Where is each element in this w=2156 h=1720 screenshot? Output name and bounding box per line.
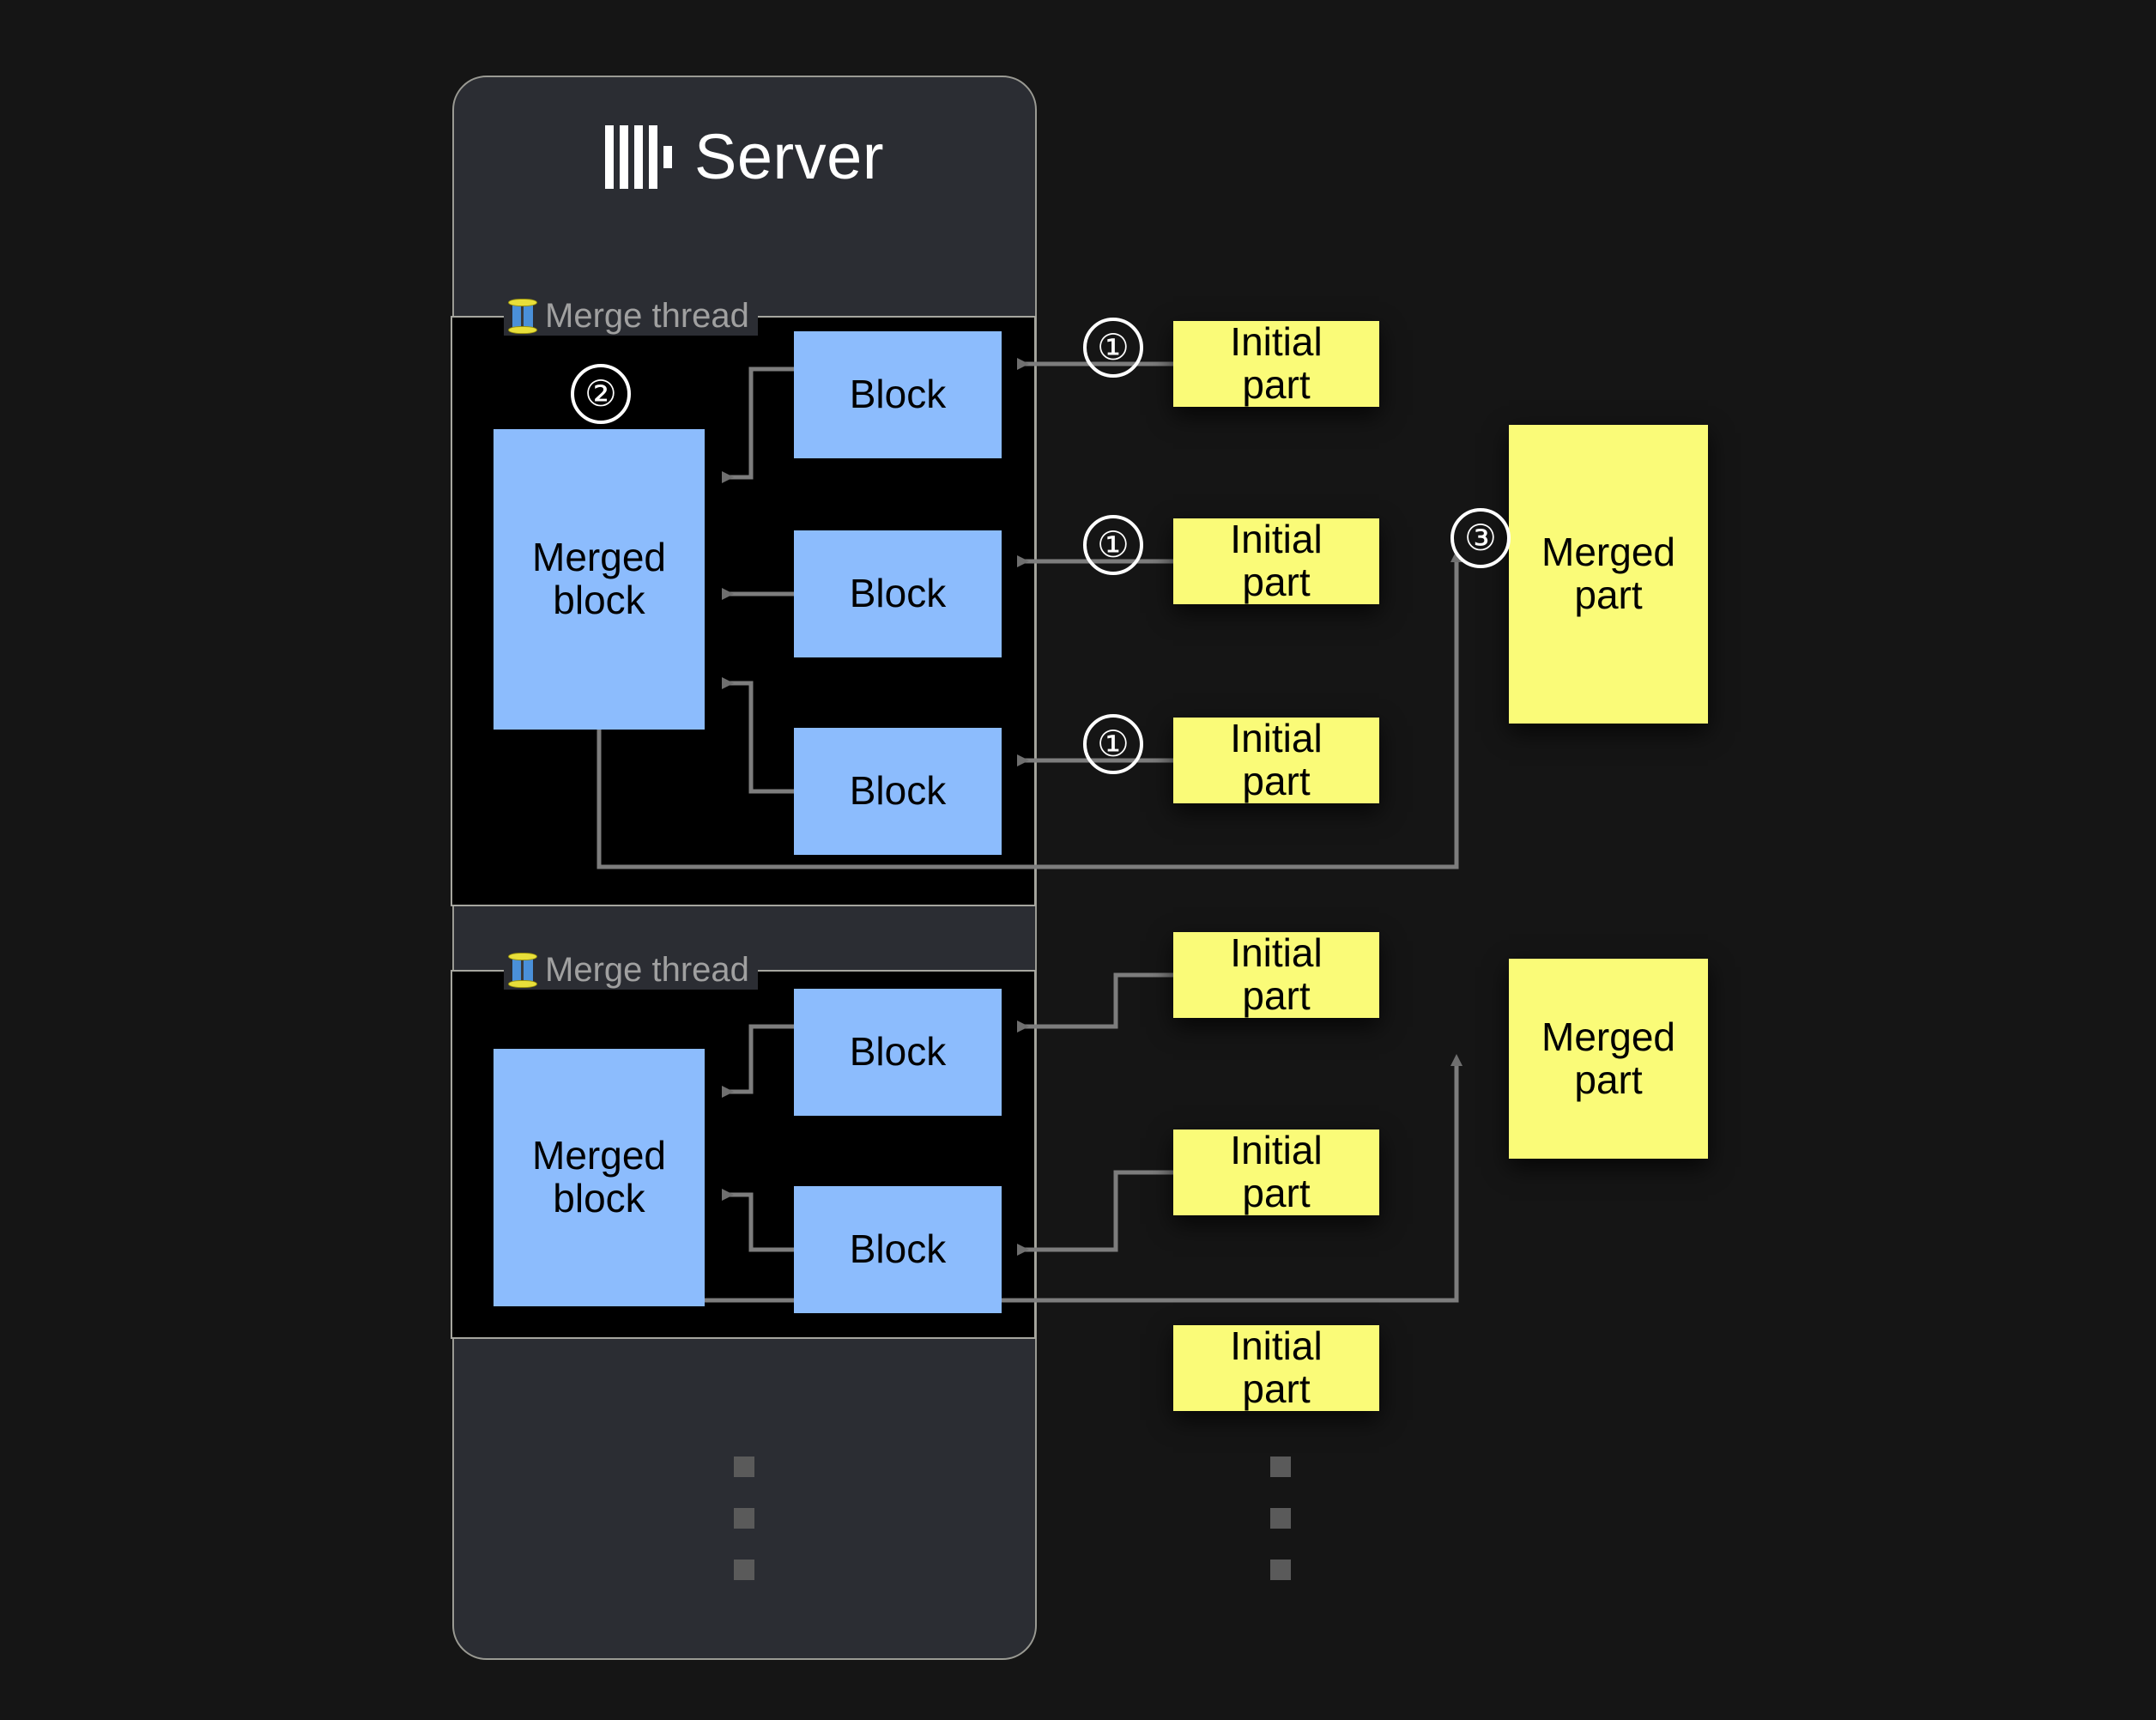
initial-part-line-1: Initial <box>1230 517 1323 562</box>
merged-block-line-1: Merged <box>532 535 666 580</box>
block-box: Block <box>794 989 1002 1116</box>
initial-part-line-2: part <box>1242 973 1311 1018</box>
merge-thread-label-text: Merge thread <box>545 297 749 335</box>
ellipsis-indicator-server <box>734 1457 754 1580</box>
ellipsis-square <box>734 1508 754 1529</box>
ellipsis-square <box>1270 1457 1291 1477</box>
ellipsis-square <box>734 1457 754 1477</box>
merged-part-line-2: part <box>1574 572 1643 617</box>
merged-block-line-2: block <box>553 1176 645 1220</box>
initial-part-line-2: part <box>1242 362 1311 407</box>
initial-part-line-2: part <box>1242 759 1311 803</box>
merge-thread-label-2: Merge thread <box>504 950 758 990</box>
step-marker-1: ① <box>1083 515 1143 575</box>
clickhouse-logo-icon <box>605 125 673 189</box>
merge-thread-label-text: Merge thread <box>545 951 749 989</box>
ellipsis-indicator-parts <box>1270 1457 1291 1580</box>
merged-part-line-1: Merged <box>1541 1014 1675 1059</box>
server-title: Server <box>452 116 1037 198</box>
initial-part-line-1: Initial <box>1230 930 1323 976</box>
merged-block-box: Merged block <box>494 429 705 730</box>
block-box: Block <box>794 530 1002 657</box>
step-marker-3: ③ <box>1450 508 1511 568</box>
initial-part-line-1: Initial <box>1230 1323 1323 1369</box>
step-marker-1: ① <box>1083 714 1143 774</box>
ellipsis-square <box>1270 1508 1291 1529</box>
step-marker-1: ① <box>1083 318 1143 378</box>
block-box: Block <box>794 1186 1002 1313</box>
step-marker-2: ② <box>571 364 631 424</box>
merge-thread-label-1: Merge thread <box>504 296 758 336</box>
thread-spool-icon <box>507 950 538 990</box>
initial-part-line-2: part <box>1242 1171 1311 1215</box>
merged-block-line-1: Merged <box>532 1133 666 1178</box>
block-box: Block <box>794 728 1002 855</box>
initial-part-line-1: Initial <box>1230 319 1323 365</box>
ellipsis-square <box>1270 1560 1291 1580</box>
merged-part-line-2: part <box>1574 1057 1643 1102</box>
initial-part-line-2: part <box>1242 1366 1311 1411</box>
merged-part-line-1: Merged <box>1541 530 1675 575</box>
initial-part-line-1: Initial <box>1230 1128 1323 1173</box>
merged-block-box: Merged block <box>494 1049 705 1306</box>
merged-block-line-2: block <box>553 578 645 622</box>
ellipsis-square <box>734 1560 754 1580</box>
initial-part-line-2: part <box>1242 560 1311 604</box>
server-title-label: Server <box>694 121 884 192</box>
initial-part-line-1: Initial <box>1230 716 1323 761</box>
thread-spool-icon <box>507 296 538 336</box>
block-box: Block <box>794 331 1002 458</box>
